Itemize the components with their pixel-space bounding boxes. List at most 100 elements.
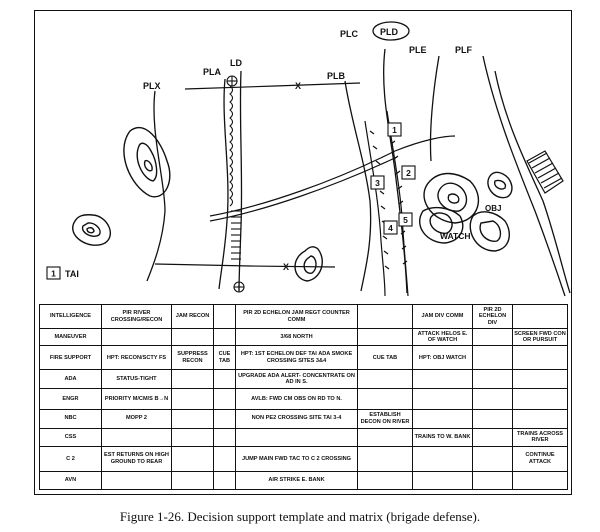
phase-line-plb <box>344 80 372 292</box>
matrix-cell <box>101 470 172 491</box>
matrix-cell: HPT: OBJ WATCH <box>412 345 473 371</box>
terrain-hill-east-4 <box>487 171 513 199</box>
matrix-cell: ATTACK HELOS E. OF WATCH <box>412 328 473 347</box>
matrix-cell: AVLB: FWD CM OBS ON RD TO N. <box>235 388 358 410</box>
matrix-cell <box>171 445 214 472</box>
matrix-cell: STATUS-TIGHT <box>101 369 172 390</box>
matrix-cell <box>472 470 513 491</box>
matrix-cell <box>472 388 513 410</box>
matrix-cell <box>512 303 568 330</box>
terrain-hill-sw <box>72 214 111 246</box>
matrix-cell: 3/68 NORTH <box>235 328 358 347</box>
matrix-cell: CONTINUE ATTACK <box>512 445 568 472</box>
matrix-cell <box>171 328 214 347</box>
matrix-row-header: INTELLIGENCE <box>39 303 102 330</box>
matrix-cell <box>472 328 513 347</box>
label-plf: PLF <box>455 45 473 55</box>
terrain-hill-nw <box>123 126 171 198</box>
terrain-hill-south <box>294 246 323 282</box>
matrix-cell <box>213 470 236 491</box>
matrix-row-header: C 2 <box>39 445 102 472</box>
label-plc: PLC <box>340 29 359 39</box>
matrix-cell <box>171 369 214 390</box>
terrain-hill-east-2 <box>418 206 464 244</box>
tai-1: 1 <box>392 125 397 135</box>
matrix-cell: PIR 2D ECHELON DIV <box>472 303 513 330</box>
road-north <box>184 82 361 90</box>
matrix-cell: HPT: RECON/SCTY FS <box>101 345 172 371</box>
matrix-cell <box>213 303 236 330</box>
matrix-cell: PRIORITY M/CM/S B→N <box>101 388 172 410</box>
matrix-cell <box>412 388 473 410</box>
tai-2: 2 <box>406 168 411 178</box>
phase-line-ple <box>429 55 440 162</box>
terrain-hill-east-3 <box>469 211 511 252</box>
matrix-cell: CUE TAB <box>357 345 413 371</box>
pld-oval <box>372 21 410 41</box>
phase-line-ld <box>238 70 243 292</box>
label-ple: PLE <box>409 45 427 55</box>
label-pla: PLA <box>203 67 222 77</box>
terrain-hill-east-1 <box>423 172 480 224</box>
matrix-cell <box>213 388 236 410</box>
label-plb: PLB <box>327 71 346 81</box>
matrix-cell <box>472 427 513 447</box>
phase-line-plx <box>146 90 166 282</box>
matrix-row-header: NBC <box>39 408 102 429</box>
matrix-cell <box>512 470 568 491</box>
matrix-cell <box>235 427 358 447</box>
terrain-label-obj: OBJ <box>485 204 501 213</box>
legend-label: TAI <box>65 269 79 279</box>
matrix-cell <box>357 470 413 491</box>
matrix-row-header: CSS <box>39 427 102 447</box>
figure-frame: 1 2 3 4 5 PLX PLA LD PLB PLC PLD PLE PLF… <box>34 10 572 495</box>
matrix-cell <box>213 427 236 447</box>
matrix-cell <box>472 345 513 371</box>
legend-box <box>46 266 61 280</box>
river-west-bank <box>364 120 386 297</box>
matrix-cell: JUMP MAIN FWD TAC TO C 2 CROSSING <box>235 445 358 472</box>
matrix-cell: JAM DIV COMM <box>412 303 473 330</box>
matrix-cell: SUPPRESS RECON <box>171 345 214 371</box>
matrix-cell <box>472 408 513 429</box>
matrix-cell <box>357 445 413 472</box>
matrix-cell <box>171 427 214 447</box>
matrix-cell <box>171 408 214 429</box>
matrix-cell <box>357 388 413 410</box>
terrain-label-watch: WATCH <box>440 231 471 241</box>
matrix-cell: MOPP 2 <box>101 408 172 429</box>
matrix-row-header: ENGR <box>39 388 102 410</box>
matrix-cell <box>512 345 568 371</box>
matrix-cell <box>171 470 214 491</box>
matrix-cell <box>357 328 413 347</box>
matrix-row-header: ADA <box>39 369 102 390</box>
matrix-cell: ESTABLISH DECON ON RIVER <box>357 408 413 429</box>
road-south <box>154 263 336 268</box>
matrix-cell: SCREEN FWD CON OR PURSUIT <box>512 328 568 347</box>
road-diagonal <box>209 135 456 217</box>
matrix-cell <box>357 427 413 447</box>
matrix-cell <box>512 408 568 429</box>
matrix-cell <box>101 328 172 347</box>
figure-caption: Figure 1-26. Decision support template a… <box>119 509 481 524</box>
matrix-cell: CUE TAB <box>213 345 236 371</box>
matrix-cell <box>357 369 413 390</box>
matrix-cell <box>472 445 513 472</box>
matrix-cell <box>213 328 236 347</box>
matrix-cell <box>412 470 473 491</box>
terrain-map: 1 2 3 4 5 PLX PLA LD PLB PLC PLD PLE PLF… <box>46 21 571 297</box>
label-plx: PLX <box>143 81 161 91</box>
tai-3: 3 <box>375 178 380 188</box>
phase-line-pla <box>218 78 229 290</box>
label-ld: LD <box>230 58 242 68</box>
tai-markers <box>370 122 416 235</box>
matrix-cell: JAM RECON <box>171 303 214 330</box>
matrix-cell <box>213 369 236 390</box>
matrix-cell <box>412 445 473 472</box>
matrix-cell <box>357 303 413 330</box>
